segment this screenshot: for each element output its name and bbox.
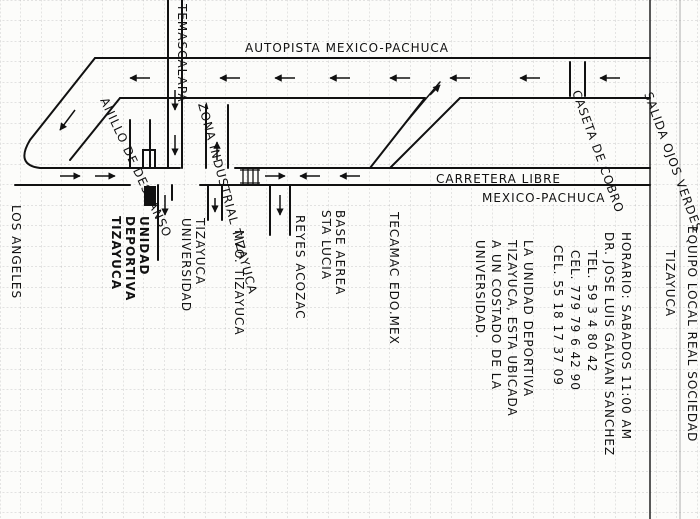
svg-text:TIZAYUCA: TIZAYUCA <box>109 216 123 290</box>
svg-text:TEL. 59 3 4 80 42: TEL. 59 3 4 80 42 <box>585 249 599 373</box>
svg-text:STA LUCIA: STA LUCIA <box>319 210 333 280</box>
contact-info: HORARIO: SABADOS 11:00 AM DR. JOSE LUIS … <box>551 232 633 456</box>
team-title: EQUIPO LOCAL REAL SOCIEDAD TIZAYUCA <box>663 226 699 442</box>
svg-text:TIZAYUCA, ESTA UBICADA: TIZAYUCA, ESTA UBICADA <box>505 239 519 417</box>
svg-text:A UN COSTADO DE LA: A UN COSTADO DE LA <box>489 240 503 390</box>
svg-text:DEPORTIVA: DEPORTIVA <box>123 216 137 301</box>
svg-text:TIZAYUCA: TIZAYUCA <box>193 217 207 285</box>
svg-text:HORARIO: SABADOS 11:00 AM: HORARIO: SABADOS 11:00 AM <box>619 232 633 440</box>
label-unidad-deportiva: UNIDAD DEPORTIVA TIZAYUCA <box>109 216 151 301</box>
unidad-deportiva-marker <box>144 186 156 206</box>
svg-text:TIZAYUCA: TIZAYUCA <box>663 249 677 317</box>
svg-text:CEL. 779 79 6 42 90: CEL. 779 79 6 42 90 <box>568 250 582 391</box>
label-tecamac: TECAMAC EDO.MEX <box>387 211 401 345</box>
svg-text:UNIVERSIDAD.: UNIVERSIDAD. <box>473 240 487 339</box>
svg-text:EQUIPO LOCAL REAL SOCIEDAD: EQUIPO LOCAL REAL SOCIEDAD <box>685 226 699 442</box>
label-reyes-acozac: REYES ACOZAC <box>293 215 307 320</box>
label-base-aerea: BASE AEREA STA LUCIA <box>319 210 347 295</box>
svg-text:UNIVERSIDAD: UNIVERSIDAD <box>179 218 193 312</box>
svg-text:LA UNIDAD DEPORTIVA: LA UNIDAD DEPORTIVA <box>521 240 535 397</box>
road-title-carretera: CARRETERA LIBRE <box>436 172 561 186</box>
svg-text:CEL. 55 18 17 37 09: CEL. 55 18 17 37 09 <box>551 245 565 386</box>
label-nvo-tizayuca: NVO. TIZAYUCA <box>232 230 246 336</box>
road-lines <box>14 0 651 261</box>
label-tizayuca-universidad: TIZAYUCA UNIVERSIDAD <box>179 217 207 312</box>
label-los-angeles: LOS ANGELES <box>9 205 23 299</box>
location-note: LA UNIDAD DEPORTIVA TIZAYUCA, ESTA UBICA… <box>473 239 535 417</box>
road-title-temascalapa: TEMASCALAPA <box>175 3 189 103</box>
rail-track <box>240 168 260 185</box>
road-title-mexico-pachuca: MEXICO-PACHUCA <box>482 191 605 205</box>
university-marker <box>142 149 156 169</box>
road-title-autopista: AUTOPISTA MEXICO-PACHUCA <box>245 41 449 55</box>
svg-text:DR. JOSE LUIS GALVAN SANCHEZ: DR. JOSE LUIS GALVAN SANCHEZ <box>602 232 616 456</box>
svg-text:UNIDAD: UNIDAD <box>137 216 151 275</box>
svg-text:BASE AEREA: BASE AEREA <box>333 210 347 295</box>
traffic-arrows <box>59 74 620 216</box>
